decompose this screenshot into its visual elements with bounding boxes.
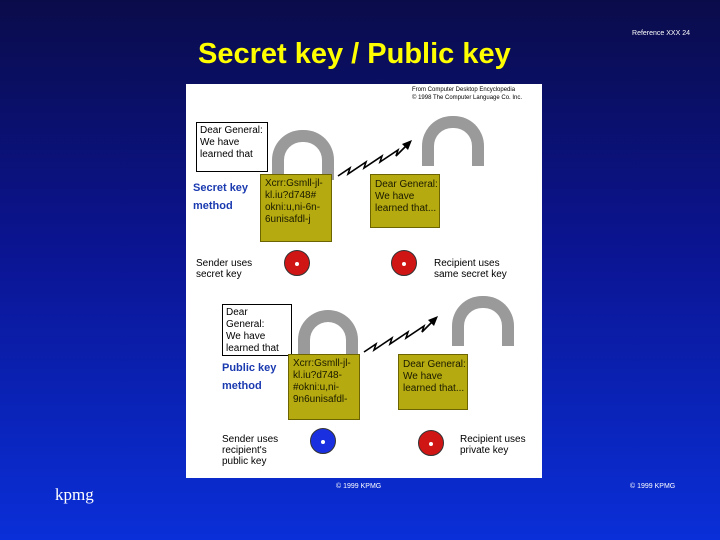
public-plaintext-letter: Dear General: We have learned that bbox=[222, 304, 292, 356]
public-method-label: Public key method bbox=[222, 362, 277, 392]
secret-ciphertext: Xcrr:Gsmll-jl- kl.iu?d748# okni:u,ni-6n-… bbox=[265, 178, 323, 225]
secret-decrypted-text: Dear General: We have learned that... bbox=[375, 179, 438, 214]
encryption-diagram: From Computer Desktop Encyclopedia © 199… bbox=[186, 84, 542, 478]
secret-decrypted-lock-body: Dear General: We have learned that... bbox=[370, 174, 440, 228]
secret-method-label: Secret key method bbox=[193, 182, 249, 212]
kpmg-logo: kpmg bbox=[55, 485, 94, 504]
public-decrypted-text: Dear General: We have learned that... bbox=[403, 359, 466, 394]
slide-title: Secret key / Public key bbox=[198, 38, 511, 70]
public-ciphertext: Xcrr:Gsmll-jl- kl.iu?d748- #okni:u,ni- 9… bbox=[293, 358, 351, 405]
figure-credit: From Computer Desktop Encyclopedia © 199… bbox=[412, 87, 523, 101]
public-sender-caption: Sender uses recipient's public key bbox=[222, 434, 279, 467]
public-transmission-bolt bbox=[363, 316, 438, 353]
public-encrypted-lock-body: Xcrr:Gsmll-jl- kl.iu?d748- #okni:u,ni- 9… bbox=[288, 354, 360, 420]
public-closed-shackle bbox=[298, 310, 358, 360]
public-recipient-key-icon bbox=[418, 430, 444, 456]
secret-sender-key-icon bbox=[284, 250, 310, 276]
secret-encrypted-lock-body: Xcrr:Gsmll-jl- kl.iu?d748# okni:u,ni-6n-… bbox=[260, 174, 332, 242]
secret-closed-shackle bbox=[272, 130, 334, 180]
reference-label: Reference XXX 24 bbox=[632, 30, 690, 37]
secret-recipient-caption: Recipient uses same secret key bbox=[434, 258, 507, 280]
public-decrypted-lock-body: Dear General: We have learned that... bbox=[398, 354, 468, 410]
secret-transmission-bolt bbox=[337, 140, 412, 177]
secret-plaintext-letter: Dear General: We have learned that bbox=[196, 122, 268, 172]
footer-copyright-center: © 1999 KPMG bbox=[336, 483, 382, 490]
public-sender-key-icon bbox=[310, 428, 336, 454]
public-open-shackle bbox=[452, 296, 514, 346]
footer-copyright-right: © 1999 KPMG bbox=[630, 483, 676, 490]
secret-open-shackle bbox=[422, 116, 484, 166]
public-recipient-caption: Recipient uses private key bbox=[460, 434, 526, 456]
secret-recipient-key-icon bbox=[391, 250, 417, 276]
secret-sender-caption: Sender uses secret key bbox=[196, 258, 253, 280]
